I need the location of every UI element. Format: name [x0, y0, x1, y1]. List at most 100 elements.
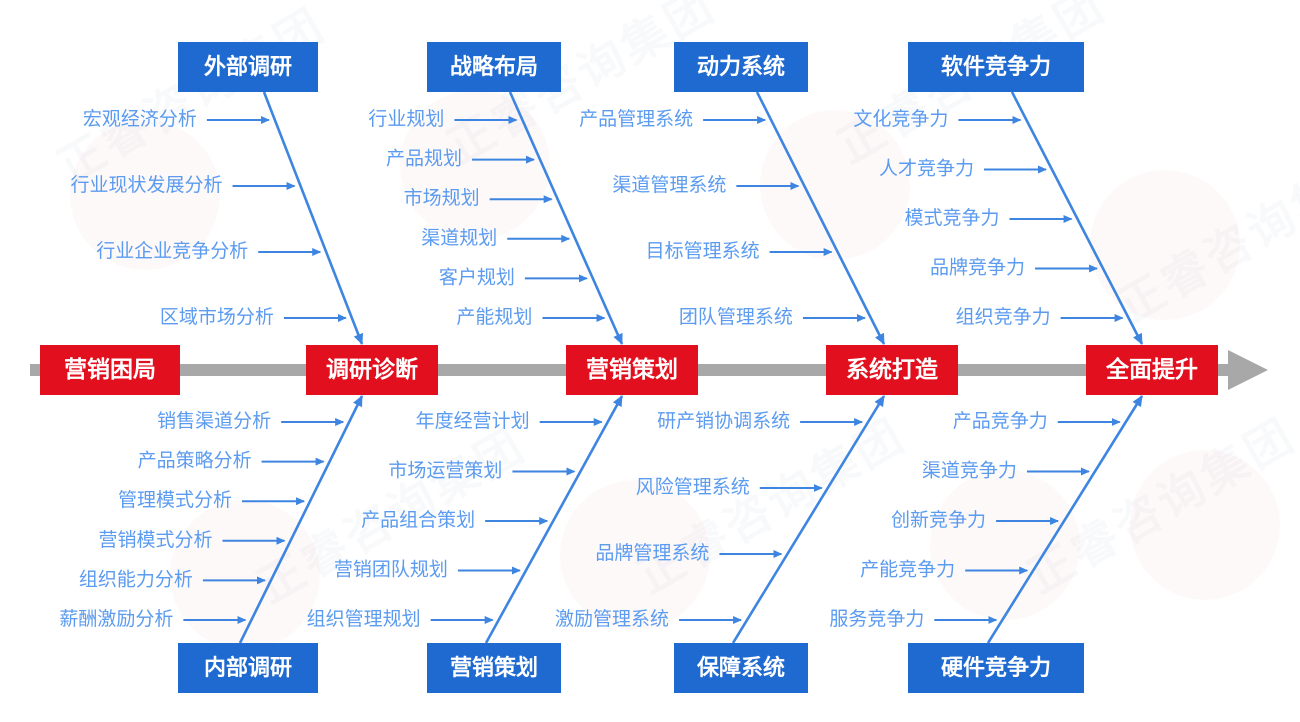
- bone-item-label: 市场运营策划: [388, 460, 502, 482]
- bone-item-label: 风险管理系统: [636, 476, 750, 498]
- branch-rib: [731, 395, 886, 644]
- category-box[interactable]: [178, 42, 318, 92]
- bone-item-label: 激励管理系统: [555, 608, 669, 630]
- category-label: 内部调研: [204, 655, 292, 680]
- bone-item: 营销模式分析: [98, 529, 286, 551]
- spine-node-box[interactable]: [566, 345, 698, 395]
- bone-item: 研产销协调系统: [657, 410, 864, 432]
- bone-item-label: 区域市场分析: [160, 306, 274, 328]
- spine-node-label: 调研诊断: [326, 356, 418, 382]
- rib-line: [238, 395, 364, 644]
- bone-item: 产品策略分析: [138, 450, 325, 472]
- spine-arrowhead: [1228, 350, 1268, 390]
- bone-item-label: 产品策略分析: [138, 450, 252, 472]
- bone-item-label: 组织能力分析: [79, 568, 193, 590]
- bottom-category-1[interactable]: 内部调研: [178, 643, 318, 693]
- rib-line: [484, 395, 624, 644]
- bone-item-label: 渠道规划: [421, 227, 497, 249]
- branch-rib: [508, 91, 624, 345]
- bone-item: 组织能力分析: [79, 568, 266, 590]
- bone-item: 文化竞争力: [853, 108, 1022, 130]
- category-label: 动力系统: [697, 54, 785, 79]
- spine-node-box[interactable]: [1086, 345, 1218, 395]
- category-box[interactable]: [674, 42, 808, 92]
- bone-item: 市场运营策划: [388, 460, 576, 482]
- rib-line: [731, 395, 886, 644]
- category-box[interactable]: [908, 643, 1084, 693]
- spine-node-box[interactable]: [306, 345, 438, 395]
- bone-item: 行业企业竞争分析: [96, 240, 322, 262]
- bone-item: 产能竞争力: [860, 559, 1029, 581]
- bone-item-label: 管理模式分析: [118, 489, 232, 511]
- bone-item-label: 营销模式分析: [98, 529, 212, 551]
- bone-item-label: 客户规划: [439, 266, 515, 288]
- bone-item-label: 模式竞争力: [905, 207, 1000, 229]
- bone-item-label: 研产销协调系统: [657, 410, 790, 432]
- bone-item-label: 销售渠道分析: [157, 410, 271, 432]
- bone-item: 风险管理系统: [636, 476, 823, 498]
- category-box[interactable]: [178, 643, 318, 693]
- category-label: 软件竞争力: [941, 54, 1051, 79]
- rib-line: [262, 91, 364, 345]
- bone-item-label: 品牌竞争力: [930, 257, 1025, 279]
- bone-item-label: 渠道管理系统: [612, 174, 726, 196]
- bone-item: 目标管理系统: [646, 240, 833, 262]
- bone-item-label: 组织管理规划: [307, 608, 421, 630]
- bone-item: 产能规划: [456, 306, 606, 328]
- bone-item-label: 组织竞争力: [956, 306, 1051, 328]
- category-box[interactable]: [674, 643, 808, 693]
- bottom-category-2[interactable]: 营销策划: [427, 643, 561, 693]
- spine-node[interactable]: 全面提升: [1086, 345, 1218, 395]
- bone-items: 宏观经济分析行业现状发展分析行业企业竞争分析区域市场分析行业规划产品规划市场规划…: [59, 108, 1124, 630]
- category-box[interactable]: [908, 42, 1084, 92]
- bone-item-label: 市场规划: [404, 187, 480, 209]
- category-box[interactable]: [427, 643, 561, 693]
- bottom-category-3[interactable]: 保障系统: [674, 643, 808, 693]
- bone-item: 客户规划: [439, 266, 588, 288]
- spine-node[interactable]: 营销困局: [40, 345, 180, 395]
- bone-item-label: 服务竞争力: [829, 608, 924, 630]
- top-category-1[interactable]: 外部调研: [178, 42, 318, 92]
- spine-node-box[interactable]: [40, 345, 180, 395]
- bone-item: 服务竞争力: [829, 608, 998, 630]
- bone-item: 产品规划: [386, 148, 536, 170]
- bone-item-label: 年度经营计划: [416, 410, 530, 432]
- category-boxes: 外部调研战略布局动力系统软件竞争力内部调研营销策划保障系统硬件竞争力: [178, 42, 1084, 693]
- spine-node[interactable]: 系统打造: [826, 345, 958, 395]
- rib-line: [1010, 91, 1144, 345]
- bone-item: 品牌管理系统: [595, 542, 783, 564]
- bone-item-label: 薪酬激励分析: [59, 608, 173, 630]
- spine-node-label: 营销困局: [64, 356, 156, 382]
- bone-item: 行业规划: [368, 108, 518, 130]
- rib-line: [508, 91, 624, 345]
- top-category-3[interactable]: 动力系统: [674, 42, 808, 92]
- spine: 营销困局 调研诊断 营销策划 系统打造 全面提升: [30, 345, 1268, 395]
- bone-item: 市场规划: [404, 187, 553, 209]
- top-category-4[interactable]: 软件竞争力: [908, 42, 1084, 92]
- bone-item: 模式竞争力: [905, 207, 1073, 229]
- bone-item-label: 渠道竞争力: [922, 460, 1017, 482]
- bottom-category-4[interactable]: 硬件竞争力: [908, 643, 1084, 693]
- category-label: 保障系统: [696, 655, 785, 680]
- bone-item: 区域市场分析: [160, 306, 347, 328]
- bone-item-label: 产品规划: [386, 148, 462, 170]
- spine-node[interactable]: 调研诊断: [306, 345, 438, 395]
- spine-node-box[interactable]: [826, 345, 958, 395]
- bone-item: 激励管理系统: [555, 608, 743, 630]
- bone-item: 人才竞争力: [879, 158, 1047, 180]
- bone-item-label: 产能规划: [456, 306, 532, 328]
- spine-node[interactable]: 营销策划: [566, 345, 698, 395]
- bone-item-label: 目标管理系统: [646, 240, 760, 262]
- top-category-2[interactable]: 战略布局: [427, 42, 561, 92]
- bone-item-label: 人才竞争力: [879, 158, 974, 180]
- category-box[interactable]: [427, 42, 561, 92]
- spine-node-label: 系统打造: [846, 356, 939, 382]
- branch-rib: [484, 395, 624, 644]
- bone-item-label: 营销团队规划: [334, 559, 448, 581]
- category-label: 战略布局: [450, 54, 538, 79]
- bone-item: 行业现状发展分析: [71, 174, 296, 196]
- bone-item: 团队管理系统: [679, 306, 866, 328]
- branch-rib: [1010, 91, 1144, 345]
- branch-rib: [262, 91, 364, 345]
- bone-item-label: 行业规划: [368, 108, 444, 130]
